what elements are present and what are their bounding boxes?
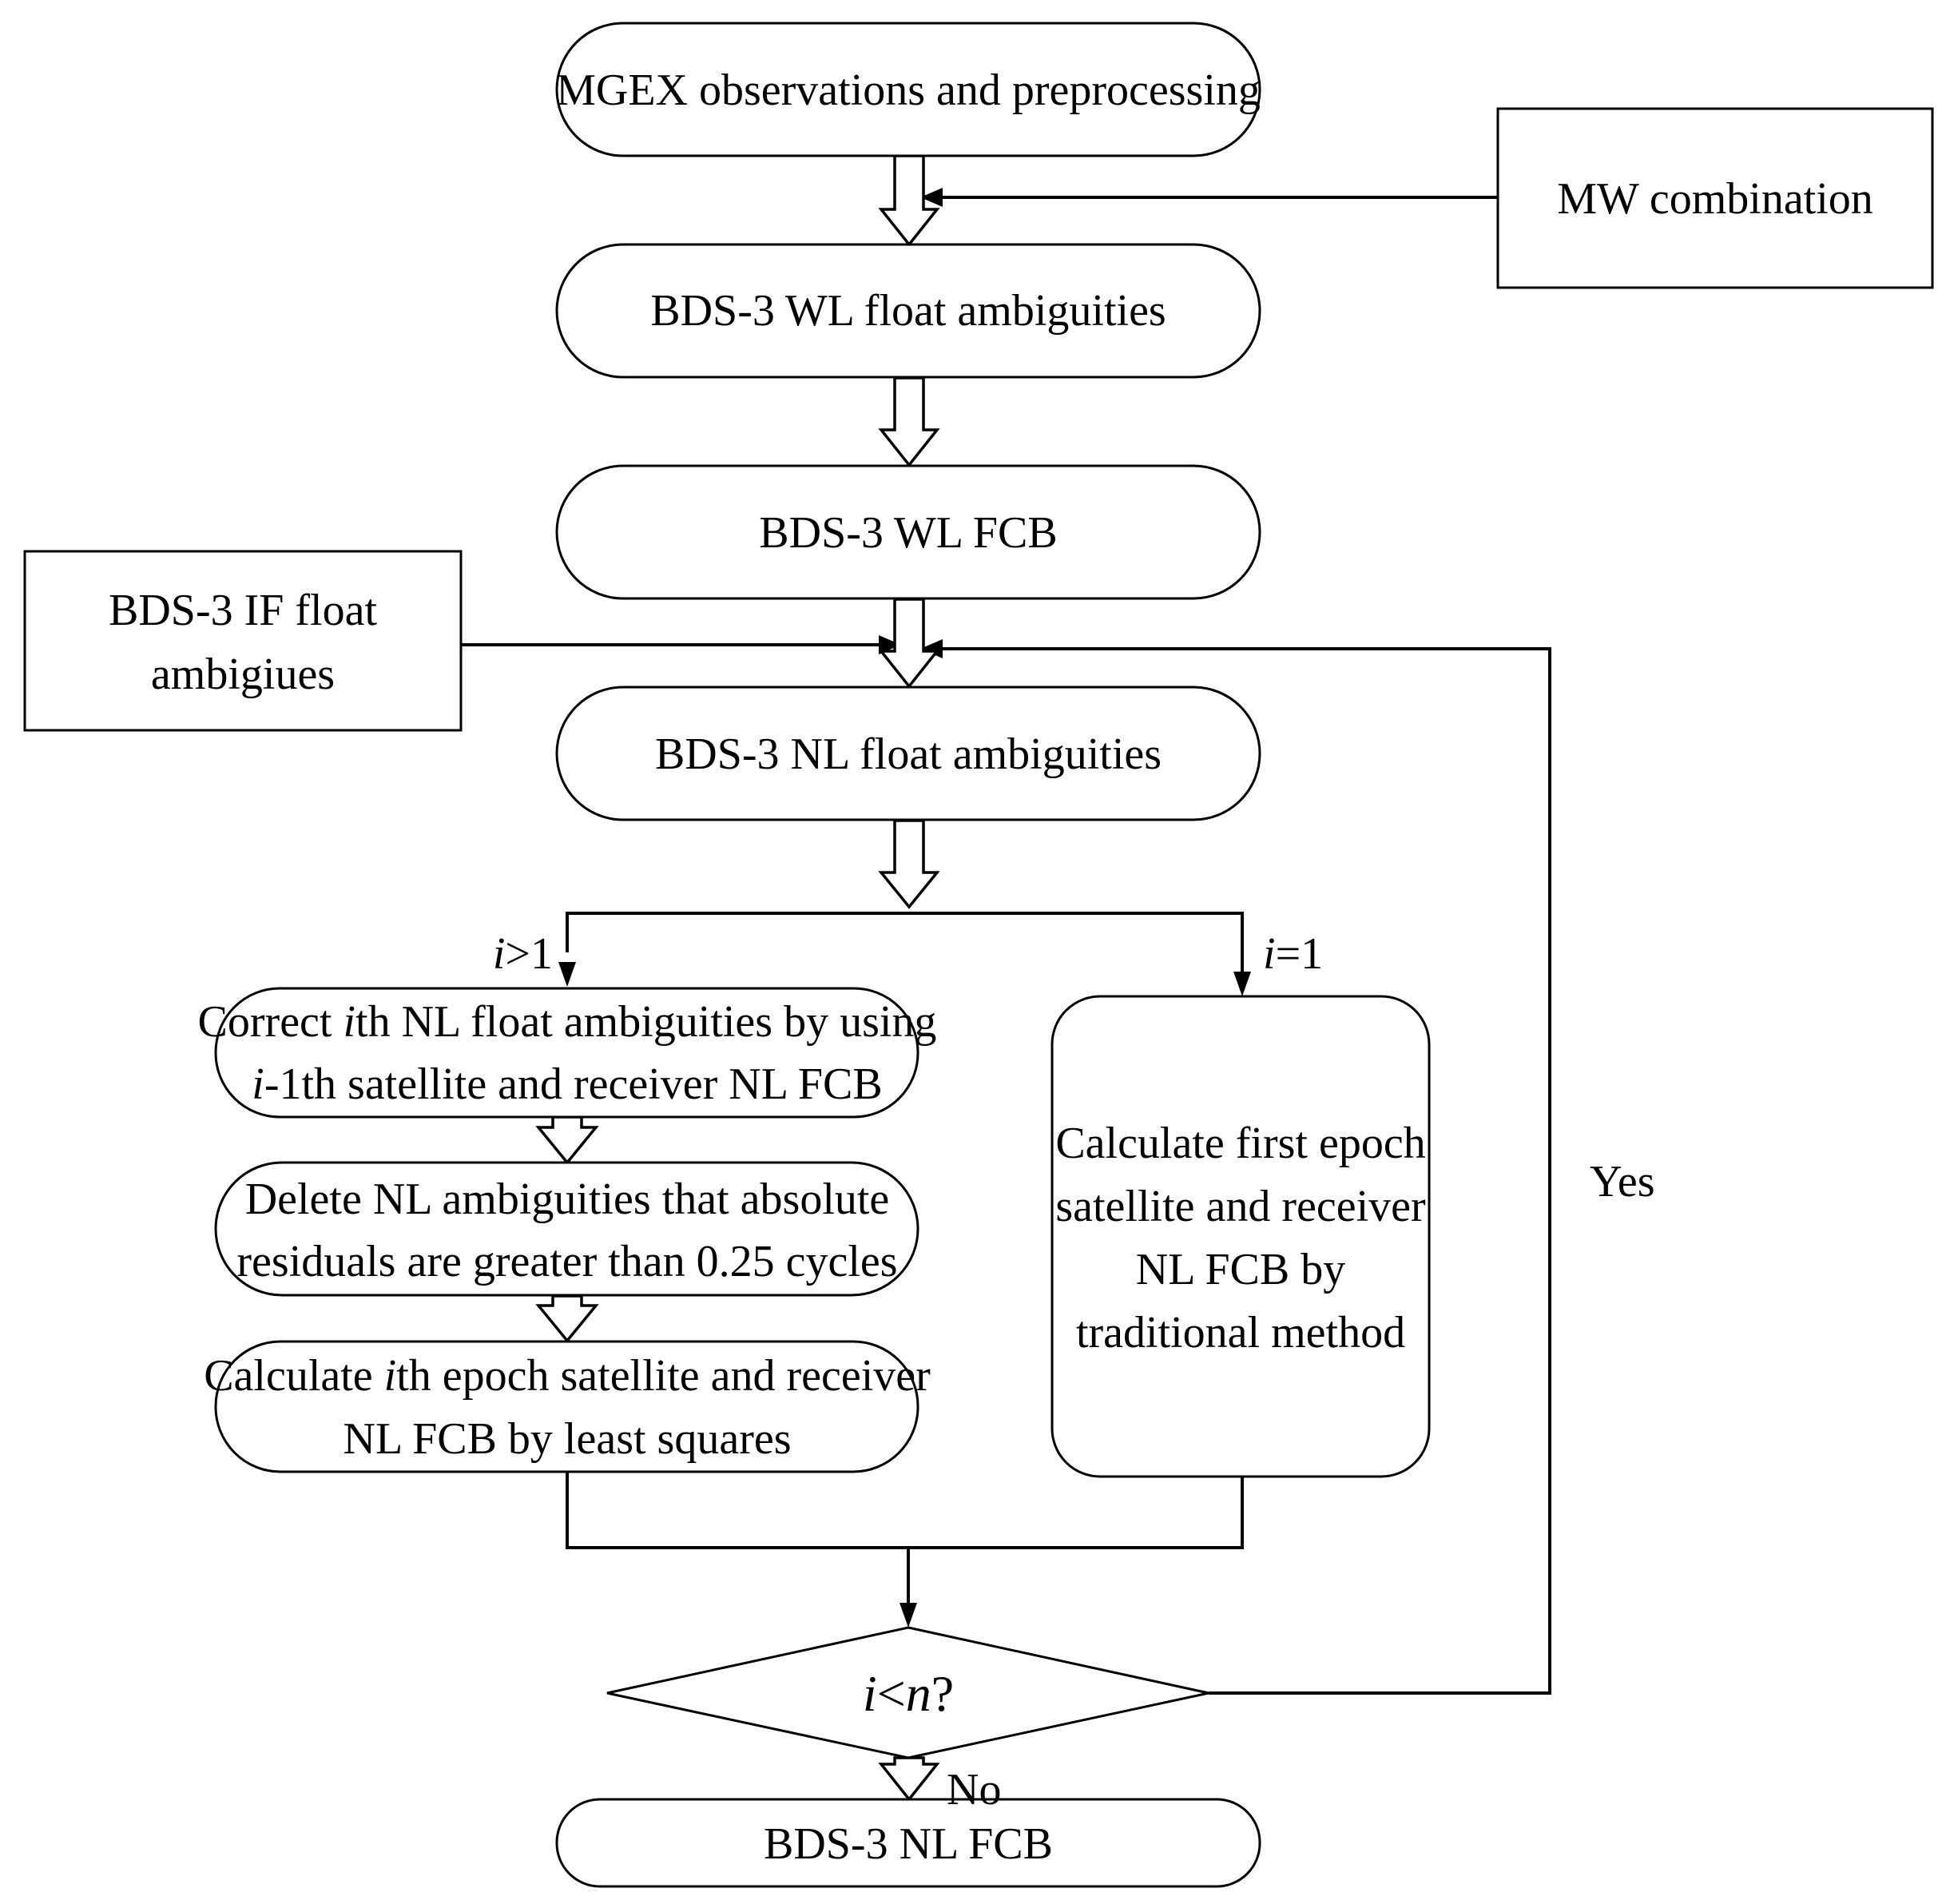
node-label-line2: i-1th satellite and receiver NL FCB bbox=[252, 1059, 882, 1109]
node-label-line3: NL FCB by bbox=[1136, 1245, 1345, 1294]
node-label-line4: traditional method bbox=[1076, 1308, 1405, 1357]
block-arrow-7 bbox=[878, 1756, 940, 1802]
merge-arrowhead bbox=[900, 1603, 917, 1628]
mw-arrowhead bbox=[920, 188, 943, 207]
node-calculate-first-epoch: Calculate first epoch satellite and rece… bbox=[1050, 995, 1431, 1478]
node-label: MW combination bbox=[1557, 174, 1873, 224]
split-left-arrowhead bbox=[558, 962, 576, 987]
node-label-line1: Correct ith NL float ambiguities by usin… bbox=[198, 997, 937, 1047]
node-nl-float-ambiguities: BDS-3 NL float ambiguities bbox=[555, 686, 1261, 821]
branch-label-i-equals-1: i=1 bbox=[1263, 929, 1323, 979]
block-arrow-3 bbox=[878, 598, 940, 689]
node-label: BDS-3 NL FCB bbox=[764, 1819, 1053, 1869]
node-if-float-ambiguities: BDS-3 IF float ambigiues bbox=[23, 550, 463, 732]
node-label-line1: Delete NL ambiguities that absolute bbox=[245, 1175, 890, 1224]
node-label-line2: ambigiues bbox=[151, 650, 335, 699]
node-nl-fcb: BDS-3 NL FCB bbox=[555, 1798, 1261, 1888]
node-wl-float-ambiguities: BDS-3 WL float ambiguities bbox=[555, 243, 1261, 379]
node-delete-nl-ambiguities: Delete NL ambiguities that absolute resi… bbox=[214, 1161, 919, 1297]
branch-label-i-greater-1: i>1 bbox=[493, 929, 553, 979]
no-label: No bbox=[947, 1765, 1001, 1815]
node-calculate-ith-epoch: Calculate ith epoch satellite and receiv… bbox=[204, 1340, 931, 1473]
node-mgex-observations: MGEX observations and preprocessing bbox=[555, 22, 1261, 157]
if-float-arrowhead bbox=[879, 635, 901, 654]
block-arrow-6 bbox=[535, 1294, 599, 1343]
split-right-arrowhead bbox=[1233, 972, 1251, 996]
node-label: BDS-3 WL FCB bbox=[759, 508, 1057, 558]
yes-label: Yes bbox=[1590, 1157, 1654, 1206]
node-label-line1: Calculate ith epoch satellite and receiv… bbox=[204, 1351, 931, 1401]
node-label-line2: residuals are greater than 0.25 cycles bbox=[236, 1237, 897, 1286]
yes-loop-arrowhead bbox=[920, 639, 943, 658]
node-label: MGEX observations and preprocessing bbox=[556, 66, 1261, 115]
split-connector bbox=[566, 912, 1244, 979]
merge-connector bbox=[566, 1473, 1244, 1549]
node-decision-i-less-than-n: i<n? bbox=[606, 1626, 1209, 1759]
node-label: BDS-3 WL float ambiguities bbox=[650, 286, 1166, 336]
node-label: BDS-3 NL float ambiguities bbox=[655, 729, 1162, 779]
block-arrow-1 bbox=[878, 154, 940, 247]
node-label-line2: NL FCB by least squares bbox=[344, 1414, 792, 1464]
node-label-line1: Calculate first epoch bbox=[1055, 1119, 1425, 1168]
node-correct-nl-float: Correct ith NL float ambiguities by usin… bbox=[198, 987, 937, 1119]
block-arrow-2 bbox=[878, 376, 940, 467]
block-arrow-4 bbox=[878, 819, 940, 909]
yes-loop-connector bbox=[939, 647, 1551, 1695]
node-label-line1: BDS-3 IF float bbox=[109, 586, 377, 635]
decision-label: i<n? bbox=[863, 1665, 954, 1722]
node-mw-combination: MW combination bbox=[1496, 107, 1934, 289]
node-label-line2: satellite and receiver bbox=[1055, 1182, 1426, 1231]
block-arrow-5 bbox=[535, 1115, 599, 1165]
node-wl-fcb: BDS-3 WL FCB bbox=[555, 464, 1261, 600]
